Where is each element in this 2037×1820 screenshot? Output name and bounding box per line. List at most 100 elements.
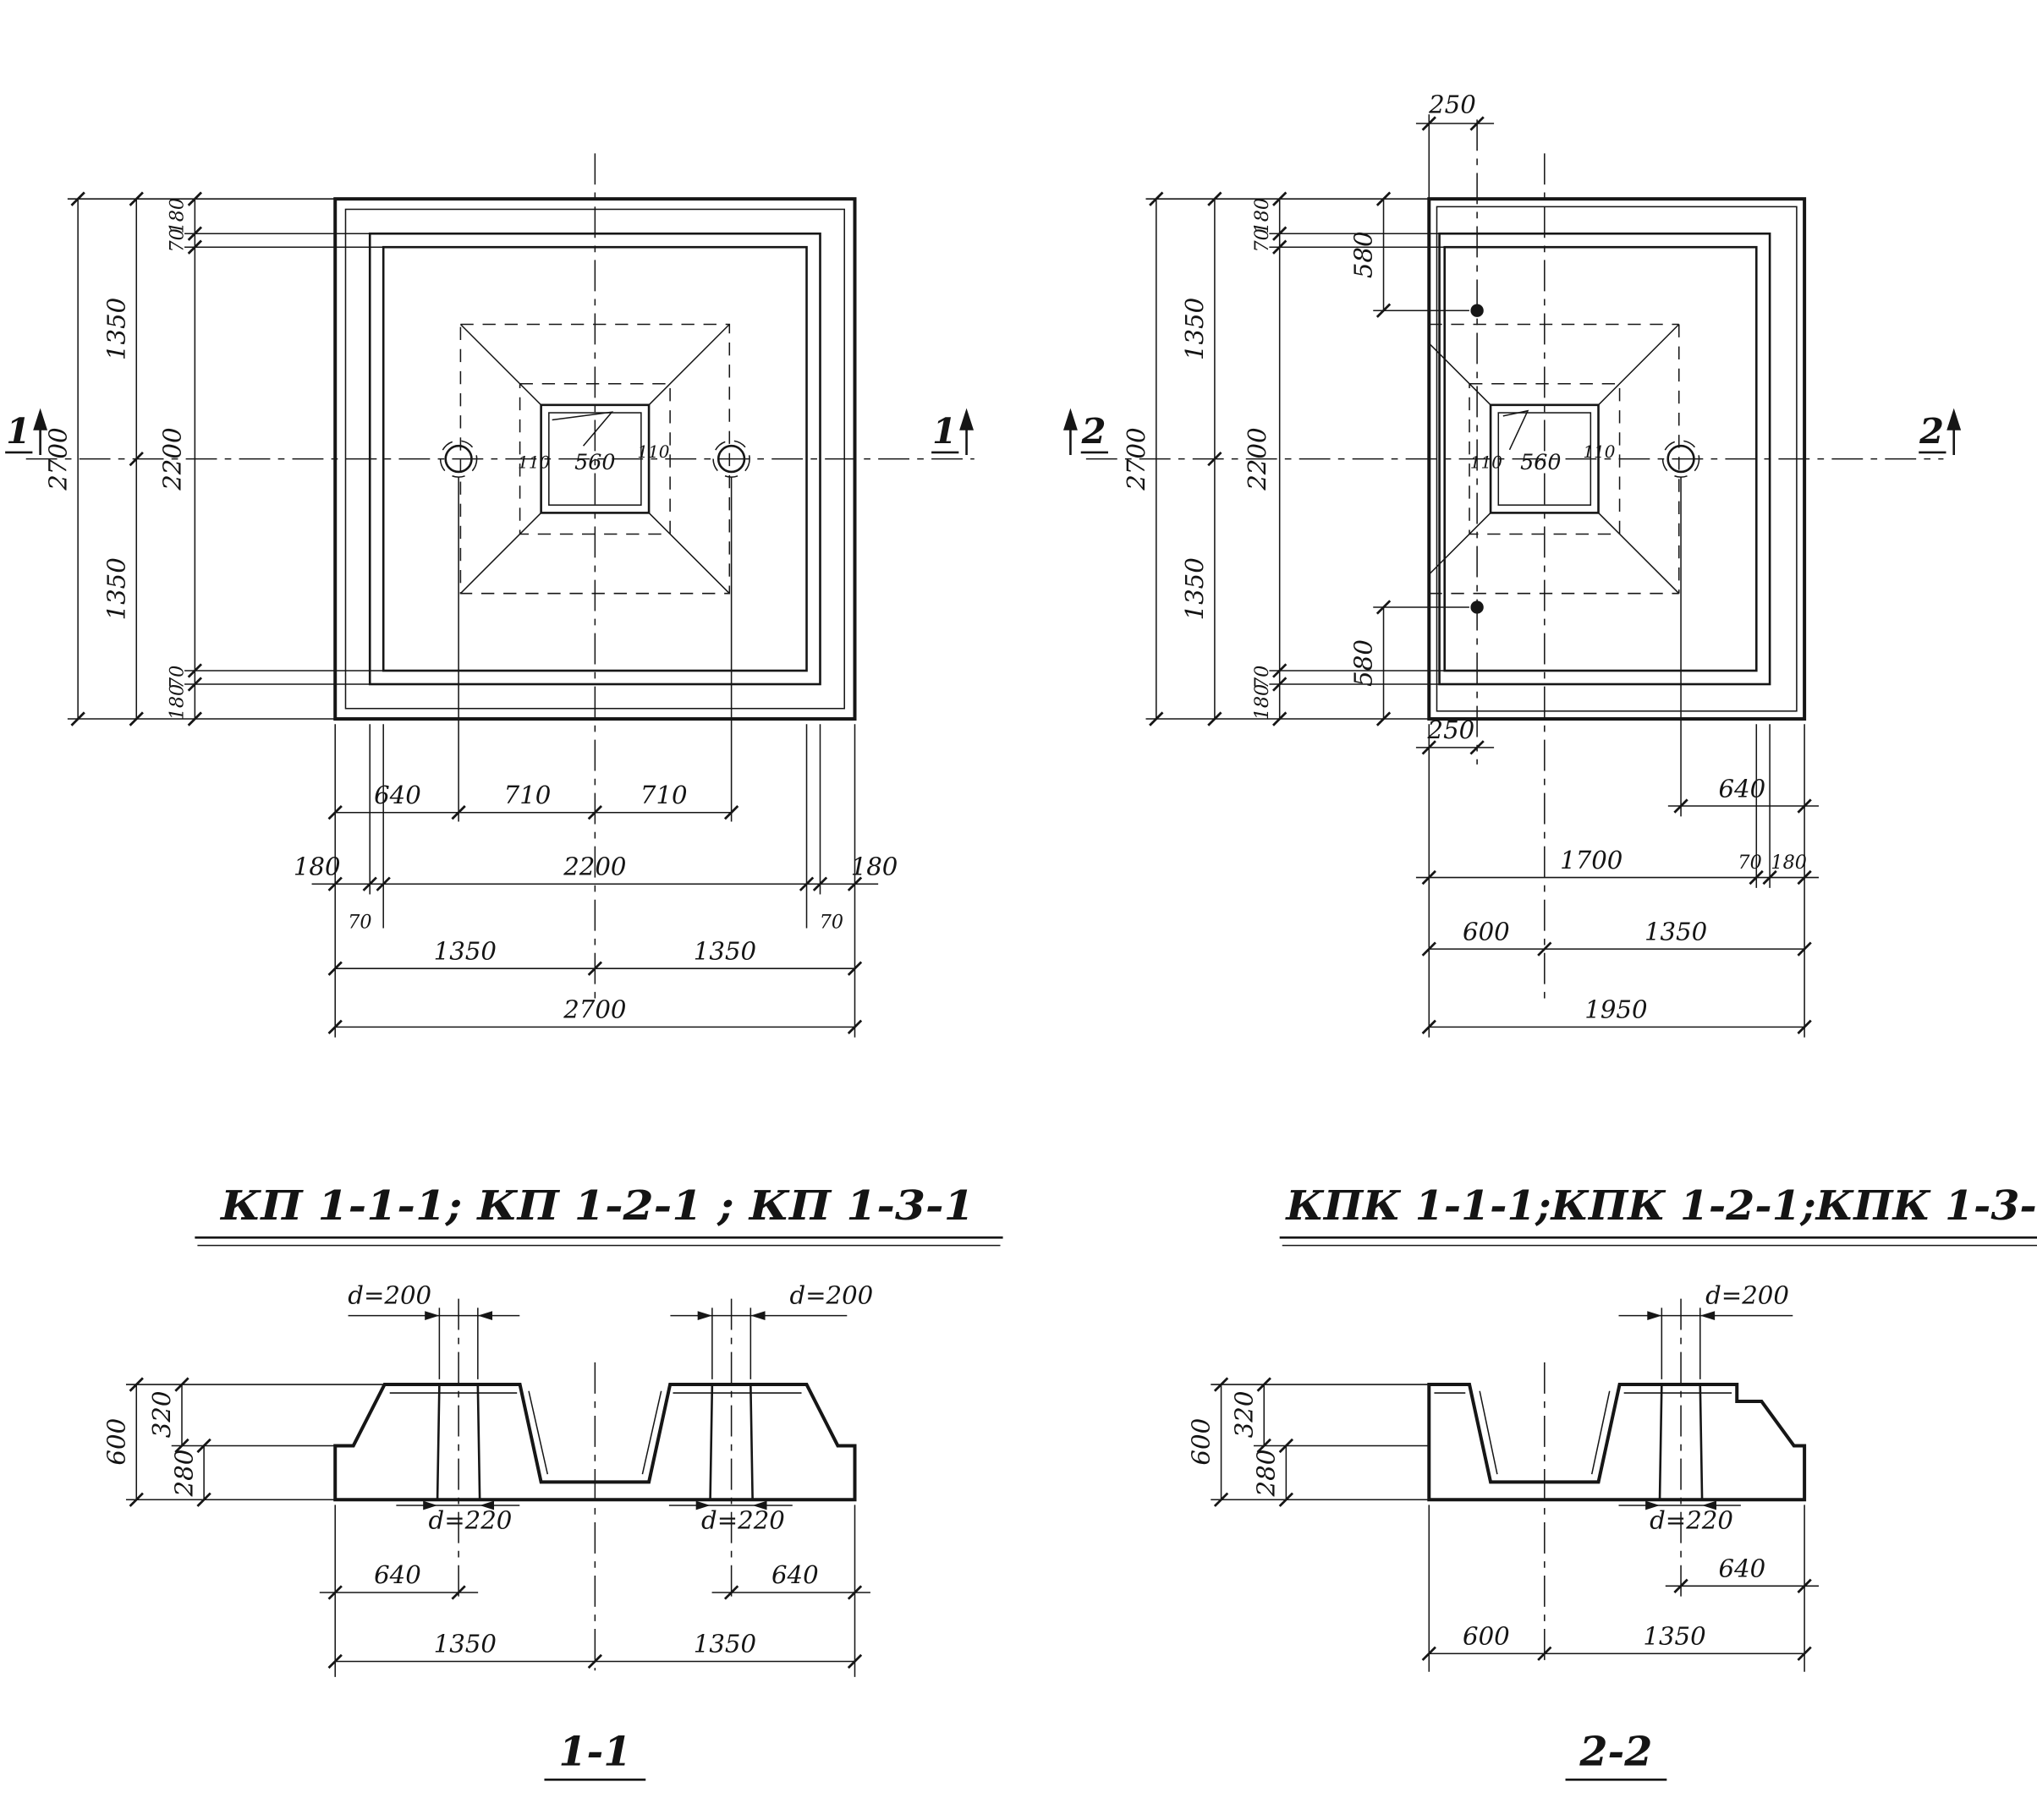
dim-label: d=200 <box>789 1281 873 1310</box>
dim-label: 320 <box>1229 1391 1258 1439</box>
dim-label: 1350 <box>102 557 130 620</box>
dim-label: 640 <box>374 1560 421 1589</box>
section-marker-1-right: 1 <box>931 408 975 455</box>
section-marker-label: 2 <box>1919 410 1944 452</box>
dim-label: d=220 <box>429 1506 513 1535</box>
dim-label: 70 <box>820 912 843 934</box>
dim-label: 2700 <box>43 427 72 491</box>
dim-label: 1350 <box>1180 298 1209 360</box>
dim-label: 110 <box>637 441 669 462</box>
dim-label: 1350 <box>1180 557 1209 620</box>
section-marker-2-right: 2 <box>1919 408 1962 455</box>
marker-arrow-head <box>1946 408 1962 430</box>
bolt-sleeves <box>436 1384 754 1500</box>
dim-label: 110 <box>1583 441 1615 462</box>
dim-label: 180 <box>851 852 898 880</box>
foundation-outline <box>1427 1383 1807 1502</box>
dim-label: 2200 <box>1243 427 1271 491</box>
section-label-2-2: 2-2 <box>1579 1728 1652 1775</box>
dim-label: 2200 <box>157 427 186 491</box>
dim-label: 1350 <box>434 936 497 965</box>
surface-detail-lines <box>389 1390 802 1475</box>
section-label-1-1: 1-1 <box>558 1728 631 1775</box>
dim-label: 180 <box>1771 852 1806 874</box>
dim-label: 280 <box>1252 1450 1281 1498</box>
series-title-left: КП 1-1-1; КП 1-2-1 ; КП 1-3-1 <box>219 1182 975 1230</box>
section-view-2-2: КПК 1-1-1;КПК 1-2-1;КПК 1-3-1 d=200 d=22… <box>1187 1182 2037 1781</box>
dim-label: d=200 <box>348 1281 431 1310</box>
dimension-lines <box>1156 123 1819 1028</box>
dim-label: 70 <box>167 666 189 689</box>
dim-label: 560 <box>1520 449 1561 474</box>
dim-label: 320 <box>147 1391 176 1439</box>
dim-label: 1950 <box>1584 995 1647 1024</box>
extension-lines <box>1145 114 1805 1038</box>
dim-label: 640 <box>1719 1554 1766 1583</box>
section-marker-label: 2 <box>1081 410 1106 452</box>
sleeve-axis <box>1544 1298 1682 1664</box>
dim-label: d=220 <box>701 1506 785 1535</box>
dim-label: 70 <box>167 228 189 252</box>
dimension-ticks <box>129 1377 863 1669</box>
section-marker-1-left: 1 <box>5 408 48 455</box>
dim-label: 110 <box>1470 452 1502 472</box>
dimension-lines <box>1220 1314 1819 1655</box>
sleeve-axes <box>458 1298 733 1671</box>
dim-label: 70 <box>348 912 371 934</box>
dim-label: 600 <box>1187 1418 1216 1466</box>
dim-label: 70 <box>1251 666 1273 689</box>
dim-label: 1350 <box>1643 1621 1705 1650</box>
marker-arrow-head <box>1062 408 1078 430</box>
column-break-mark <box>1502 409 1529 451</box>
dim-label: 600 <box>1463 1621 1510 1650</box>
dimension-ticks <box>1213 1377 1812 1661</box>
section-marker-label: 1 <box>6 410 30 452</box>
dim-label: 70 <box>1251 228 1273 252</box>
dim-label: 2700 <box>1122 427 1150 491</box>
dimension-lines <box>77 199 879 1028</box>
marker-arrow-head <box>33 408 48 430</box>
dim-label: 580 <box>1349 639 1378 687</box>
pyramid-hip-lines <box>1428 323 1680 595</box>
foundation-outline <box>333 1383 857 1502</box>
section-marker-2-left: 2 <box>1062 408 1108 455</box>
column-break-mark <box>552 411 614 447</box>
dim-label: 710 <box>640 781 688 809</box>
dim-label: 1350 <box>694 1630 756 1658</box>
surface-detail-lines <box>1434 1390 1732 1475</box>
dimension-lines <box>135 1314 870 1663</box>
marker-arrow-head <box>959 408 975 430</box>
extension-lines <box>67 198 856 1038</box>
dimension-ticks <box>70 191 863 1035</box>
dim-label: 1700 <box>1560 846 1622 874</box>
pyramid-hip-lines <box>459 323 730 595</box>
dim-label: 2200 <box>563 852 626 880</box>
dim-label: 2700 <box>563 995 626 1024</box>
dim-label: 70 <box>1738 852 1761 874</box>
extension-lines <box>1211 1307 1805 1672</box>
dim-label: 280 <box>169 1450 198 1498</box>
dim-label: d=220 <box>1650 1506 1733 1535</box>
bolt-sleeve <box>1658 1384 1704 1500</box>
dim-label: 600 <box>102 1418 130 1466</box>
section-view-1-1: КП 1-1-1; КП 1-2-1 ; КП 1-3-1 d=200 d=20… <box>102 1182 1003 1781</box>
dim-label: 180 <box>167 684 189 721</box>
dim-label: 640 <box>374 781 421 809</box>
dim-label: 640 <box>771 1560 819 1589</box>
extension-lines <box>125 1307 856 1677</box>
dim-label: 180 <box>1251 198 1273 234</box>
dim-label: 640 <box>1719 774 1766 803</box>
dim-label: 1350 <box>1644 917 1707 946</box>
plan-view-right: 250 250 2700 1350 1350 180 70 2200 70 18… <box>1062 90 1962 1038</box>
dim-label: 250 <box>1428 90 1476 119</box>
dim-label: d=200 <box>1705 1281 1789 1310</box>
series-title-right: КПК 1-1-1;КПК 1-2-1;КПК 1-3-1 <box>1284 1182 2037 1230</box>
dim-label: 580 <box>1349 231 1378 278</box>
dim-label: 600 <box>1463 917 1510 946</box>
plan-view-left: 2700 1350 1350 180 70 2200 70 180 110 56… <box>5 153 975 1038</box>
dim-label: 180 <box>294 852 341 880</box>
dim-label: 710 <box>504 781 552 809</box>
dim-label: 180 <box>167 198 189 234</box>
section-marker-label: 1 <box>932 410 957 452</box>
